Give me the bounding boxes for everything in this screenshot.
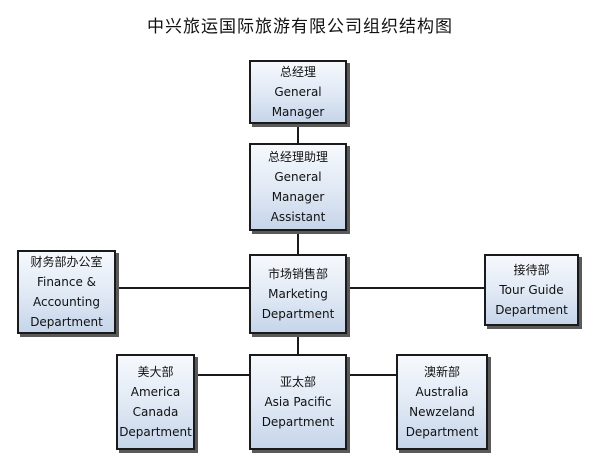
node-label-line: 亚太部 <box>279 375 316 389</box>
node-label-line: 美大部 <box>137 365 174 379</box>
node-label-line: Department <box>405 425 479 439</box>
node-label-line: Australia <box>415 385 469 399</box>
node-label-line: 接待部 <box>513 263 550 277</box>
node-label-line: America <box>130 385 181 399</box>
node-label-line: Department <box>261 307 335 321</box>
node-label-line: Department <box>30 315 103 329</box>
node-label-line: Assistant <box>270 210 326 224</box>
node-label-line: 总经理助理 <box>267 150 328 164</box>
node-label-line: General <box>274 170 322 184</box>
node-label-line: General <box>274 85 322 99</box>
node-label-line: 市场销售部 <box>267 267 328 281</box>
node-label-line: Tour Guide <box>499 283 564 297</box>
node-label-line: Marketing <box>268 287 328 301</box>
node-label-line: 总经理 <box>279 65 316 79</box>
node-label-line: Newzeland <box>409 405 475 419</box>
node-label-line: Manager <box>271 105 325 119</box>
node-label-line: Department <box>495 303 568 317</box>
node-label-line: Manager <box>271 190 325 204</box>
node-label-line: Accounting <box>32 295 100 309</box>
chart-title: 中兴旅运国际旅游有限公司组织结构图 <box>147 17 453 37</box>
node-label-line: 澳新部 <box>423 365 460 379</box>
node-label-line: Asia Pacific <box>264 395 332 409</box>
node-label-line: Department <box>119 425 192 439</box>
node-label-line: 财务部办公室 <box>30 255 103 269</box>
node-label-line: Finance & <box>36 275 97 289</box>
node-label-line: Canada <box>132 405 179 419</box>
node-label-line: Department <box>261 415 335 429</box>
